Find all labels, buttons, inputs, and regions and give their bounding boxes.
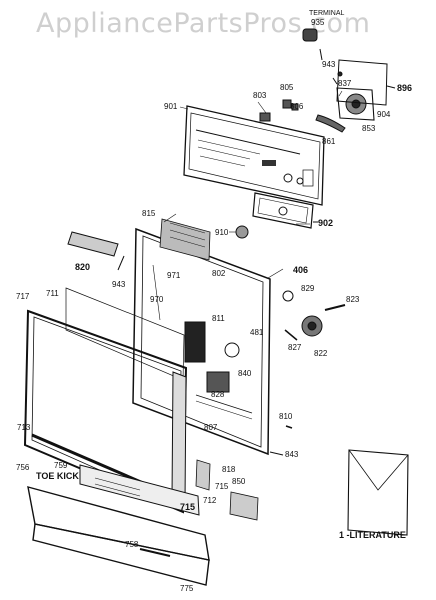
bracket-850-drawing bbox=[229, 491, 259, 521]
label-971: 971 bbox=[167, 271, 181, 280]
label-910: 910 bbox=[215, 228, 229, 237]
label-943-left: 943 bbox=[112, 280, 126, 289]
leader-896 bbox=[386, 85, 396, 89]
label-829: 829 bbox=[301, 284, 315, 293]
label-802: 802 bbox=[212, 269, 226, 278]
label-827: 827 bbox=[288, 343, 302, 352]
timer-drawing bbox=[259, 28, 375, 133]
label-818: 818 bbox=[222, 465, 236, 474]
escutcheon-drawing bbox=[252, 192, 318, 229]
label-758: 758 bbox=[125, 540, 139, 549]
label-toe-kick: TOE KICK bbox=[36, 471, 79, 481]
label-713: 713 bbox=[17, 423, 31, 432]
label-904: 904 bbox=[377, 110, 391, 119]
label-711: 711 bbox=[46, 289, 59, 298]
label-902: 902 bbox=[318, 218, 334, 228]
bracket-818-drawing bbox=[195, 459, 211, 491]
label-712: 712 bbox=[203, 496, 217, 505]
label-861: 861 bbox=[322, 137, 336, 146]
label-717: 717 bbox=[16, 292, 30, 301]
label-820: 820 bbox=[75, 262, 91, 272]
label-literature: 1 -LITERATURE bbox=[339, 530, 406, 540]
control-panel-drawing bbox=[183, 105, 325, 206]
label-837: 837 bbox=[338, 79, 352, 88]
label-843: 843 bbox=[285, 450, 299, 459]
label-811: 811 bbox=[212, 314, 225, 323]
label-815: 815 bbox=[142, 209, 156, 218]
toe-kick-drawing bbox=[27, 464, 210, 586]
label-806: 806 bbox=[290, 102, 304, 111]
label-850: 850 bbox=[232, 477, 246, 486]
label-823: 823 bbox=[346, 295, 360, 304]
label-756: 756 bbox=[16, 463, 30, 472]
label-828: 828 bbox=[211, 390, 225, 399]
label-943-top: 943 bbox=[322, 60, 336, 69]
label-759: 759 bbox=[54, 461, 68, 470]
inner-door-drawing bbox=[132, 218, 271, 456]
label-896: 896 bbox=[397, 83, 413, 93]
label-901: 901 bbox=[164, 102, 178, 111]
label-803: 803 bbox=[253, 91, 267, 100]
label-810: 810 bbox=[279, 412, 293, 421]
label-805: 805 bbox=[280, 83, 294, 92]
label-715-bold: 715 bbox=[180, 502, 196, 512]
label-970: 970 bbox=[150, 295, 164, 304]
screw-943 bbox=[117, 255, 125, 271]
label-406: 406 bbox=[293, 265, 309, 275]
label-822: 822 bbox=[314, 349, 328, 358]
label-775: 775 bbox=[180, 584, 194, 593]
label-840: 840 bbox=[238, 369, 252, 378]
label-terminal: TERMINAL bbox=[309, 10, 345, 17]
label-935: 935 bbox=[311, 18, 325, 27]
rail-820-drawing bbox=[67, 231, 119, 257]
literature-envelope-drawing bbox=[347, 449, 409, 536]
label-807: 807 bbox=[204, 423, 218, 432]
side-trim-drawing bbox=[171, 371, 187, 504]
sheet-896-drawing bbox=[336, 59, 388, 106]
label-481: 481 bbox=[250, 328, 264, 337]
leader-lines bbox=[163, 90, 343, 279]
label-715-right: 715 bbox=[215, 482, 229, 491]
dispenser-parts-drawing bbox=[235, 225, 346, 456]
label-853: 853 bbox=[362, 124, 376, 133]
